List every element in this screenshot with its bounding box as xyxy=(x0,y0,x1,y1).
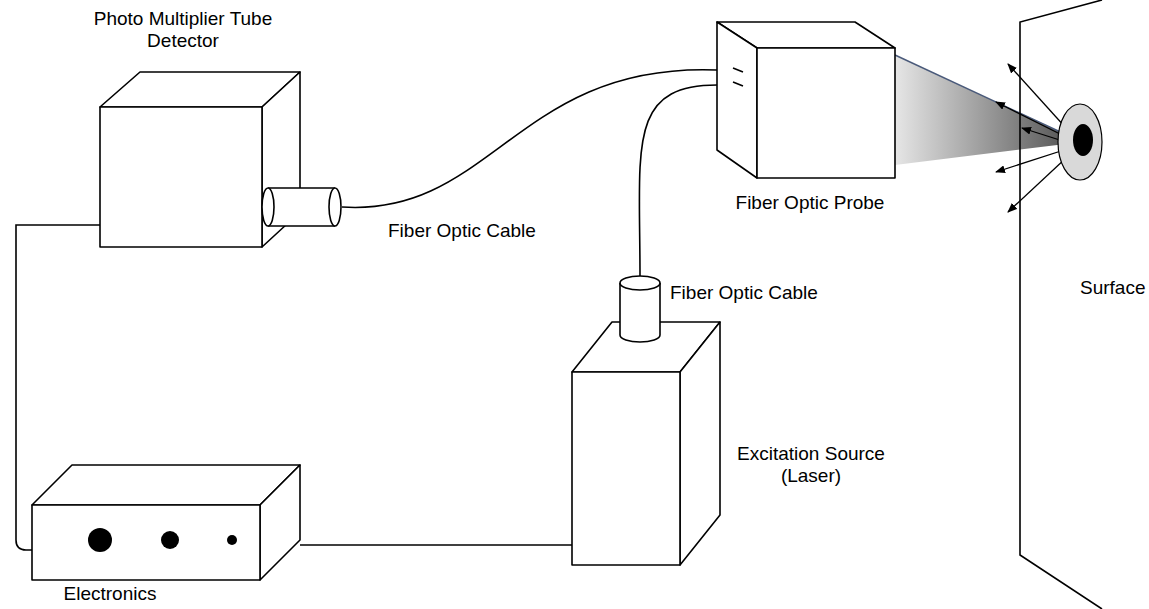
node-label: Fiber Optic Probe xyxy=(710,192,910,214)
beam-edge xyxy=(895,55,1082,142)
node-label: Electronics xyxy=(30,583,190,605)
cable-label: Fiber Optic Cable xyxy=(668,282,820,304)
laser-source: Excitation Source (Laser) xyxy=(570,272,722,568)
surface-panel: Surface xyxy=(1018,0,1149,609)
pmt-detector: Photo Multiplier Tube Detector xyxy=(98,70,342,250)
laser-beam xyxy=(895,55,1082,165)
fiber-optic-cable xyxy=(342,70,717,208)
electronics-unit: Electronics xyxy=(30,462,302,582)
node-outline xyxy=(30,462,302,582)
scattered-light-arrows xyxy=(996,64,1066,212)
node-outline xyxy=(570,272,722,568)
node-outline xyxy=(715,20,897,180)
fiber-optic-cable xyxy=(639,85,717,276)
node-outline xyxy=(98,70,342,250)
node-outline xyxy=(1018,0,1149,609)
fiber-optic-probe: Fiber Optic Probe xyxy=(715,20,897,180)
signal-wire xyxy=(300,544,572,546)
cable-label: Fiber Optic Cable xyxy=(386,220,538,242)
node-label: Surface xyxy=(1080,277,1148,299)
node-label: Photo Multiplier Tube Detector xyxy=(78,8,288,52)
node-label: Excitation Source (Laser) xyxy=(726,443,896,487)
